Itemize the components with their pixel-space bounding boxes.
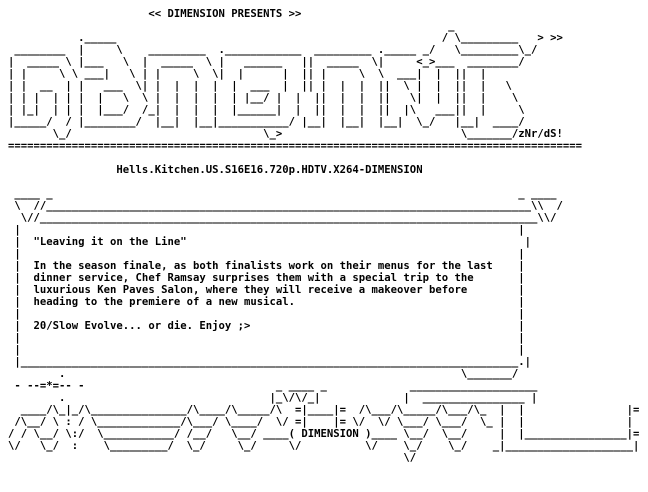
footer-line: . \_______/ <box>8 368 519 380</box>
footer-group-name-line: / / \__/ \:/ \___________/ /__/ \__/ ___… <box>8 428 640 440</box>
blank-line <box>8 176 640 188</box>
footer-line: /\__/ \ : / \_____________/\___/ \____/ … <box>8 416 640 428</box>
logo-line: | | __ | | ___ \| | | | | | ___ | || | |… <box>8 80 512 92</box>
footer-line: ____/\_|_/\_______________/\____/\_____/… <box>8 404 640 416</box>
frame-bottom-line: |_______________________________________… <box>8 356 531 368</box>
presents-line: << DIMENSION PRESENTS >> <box>8 8 302 20</box>
episode-synopsis-line: | luxurious Ken Paves Salon, where they … <box>8 284 525 296</box>
logo-line: _ <box>8 20 455 32</box>
logo-line: ________ | \ _________ .____________ ___… <box>8 44 538 56</box>
description-frame: ____ _ _ ____ \ //______________________… <box>8 188 640 368</box>
episode-synopsis-line: | dinner service, Chef Ramsay surprises … <box>8 272 525 284</box>
nfo-text-document: << DIMENSION PRESENTS >> _ ._____ / \___… <box>8 8 640 484</box>
dimension-logo: _ ._____ / \_________ > >> ________ | \ … <box>8 20 640 140</box>
logo-line: | | \ \ ___| \ | | \ \| | | || | \ \ ___… <box>8 68 487 80</box>
frame-body-line: | | <box>8 248 525 260</box>
frame-body-line: | | <box>8 308 525 320</box>
episode-title: | "Leaving it on the Line" | <box>8 236 531 248</box>
logo-line: \_/ \_> \_______/zNr/dS! <box>8 128 563 140</box>
footer-line: . |_\/\/_| | ________________ | <box>8 392 538 404</box>
blank-line <box>8 152 640 164</box>
footer-line: \/ <box>8 452 417 464</box>
logo-line: | _____ \ |___ \ | _____ \ | ______ || _… <box>8 56 525 68</box>
logo-line: | |_| | | | |___/ /_| | | | |______| | |… <box>8 104 525 116</box>
footer-line: - --=*=-- - _ ____ _ ___________________… <box>8 380 538 392</box>
separator-rule: ========================================… <box>8 140 583 152</box>
frame-body-line: | | <box>8 224 525 236</box>
frame-top-line: \ //____________________________________… <box>8 200 563 212</box>
frame-top-line: ____ _ _ ____ <box>8 188 557 200</box>
logo-line: | | | | | | | \ \ | | | | | |__/ | | || … <box>8 92 519 104</box>
logo-line: |_____/ / |________/ |__| |__|__________… <box>8 116 525 128</box>
release-name: Hells.Kitchen.US.S16E16.720p.HDTV.X264-D… <box>8 164 423 176</box>
frame-body-line: | | <box>8 332 525 344</box>
frame-top-line: \//_____________________________________… <box>8 212 557 224</box>
footer-art: . \_______/ - --=*=-- - _ ____ _ _______… <box>8 368 640 464</box>
frame-body-line: | | <box>8 344 525 356</box>
footer-line: \/ \_/ : \_________/ \_/ \_/ \/ \/ \_/ \… <box>8 440 640 452</box>
logo-line: ._____ / \_________ > >> <box>8 32 563 44</box>
group-motto: | 20/Slow Evolve... or die. Enjoy ;> | <box>8 320 525 332</box>
episode-synopsis-line: | heading to the premiere of a new music… <box>8 296 525 308</box>
episode-synopsis-line: | In the season finale, as both finalist… <box>8 260 525 272</box>
